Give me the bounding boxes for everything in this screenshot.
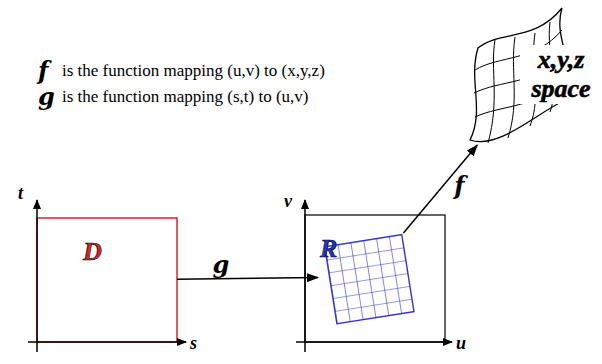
- uv-square: [305, 215, 445, 342]
- domain-square: D: [37, 218, 177, 342]
- function-symbol: f: [38, 58, 48, 84]
- definition-text: is the function mapping (u,v) to (x,y,z): [62, 62, 325, 81]
- axis-label: u: [456, 334, 466, 354]
- region-grid: [325, 235, 414, 324]
- mapping-arrow: [403, 145, 477, 233]
- u-axis: [296, 341, 452, 343]
- region-letter: D: [83, 238, 102, 267]
- definition-text: is the function mapping (s,t) to (u,v): [62, 88, 308, 107]
- function-symbol: f: [454, 173, 464, 199]
- region-letter: R: [320, 235, 337, 264]
- t-axis: [36, 200, 38, 352]
- axis-label: t: [18, 184, 23, 204]
- region-grid-box: R: [318, 233, 415, 321]
- v-axis: [304, 200, 306, 352]
- axis-label: v: [284, 192, 292, 212]
- function-symbol: g: [38, 84, 55, 110]
- mapping-arrow: [177, 278, 318, 280]
- axis-label: s: [190, 334, 197, 354]
- space-label: x,y,z space: [520, 45, 602, 104]
- function-symbol: g: [213, 252, 230, 278]
- domain-square: [37, 218, 177, 342]
- surface-box: x,y,z space: [470, 5, 602, 145]
- s-axis: [28, 341, 186, 343]
